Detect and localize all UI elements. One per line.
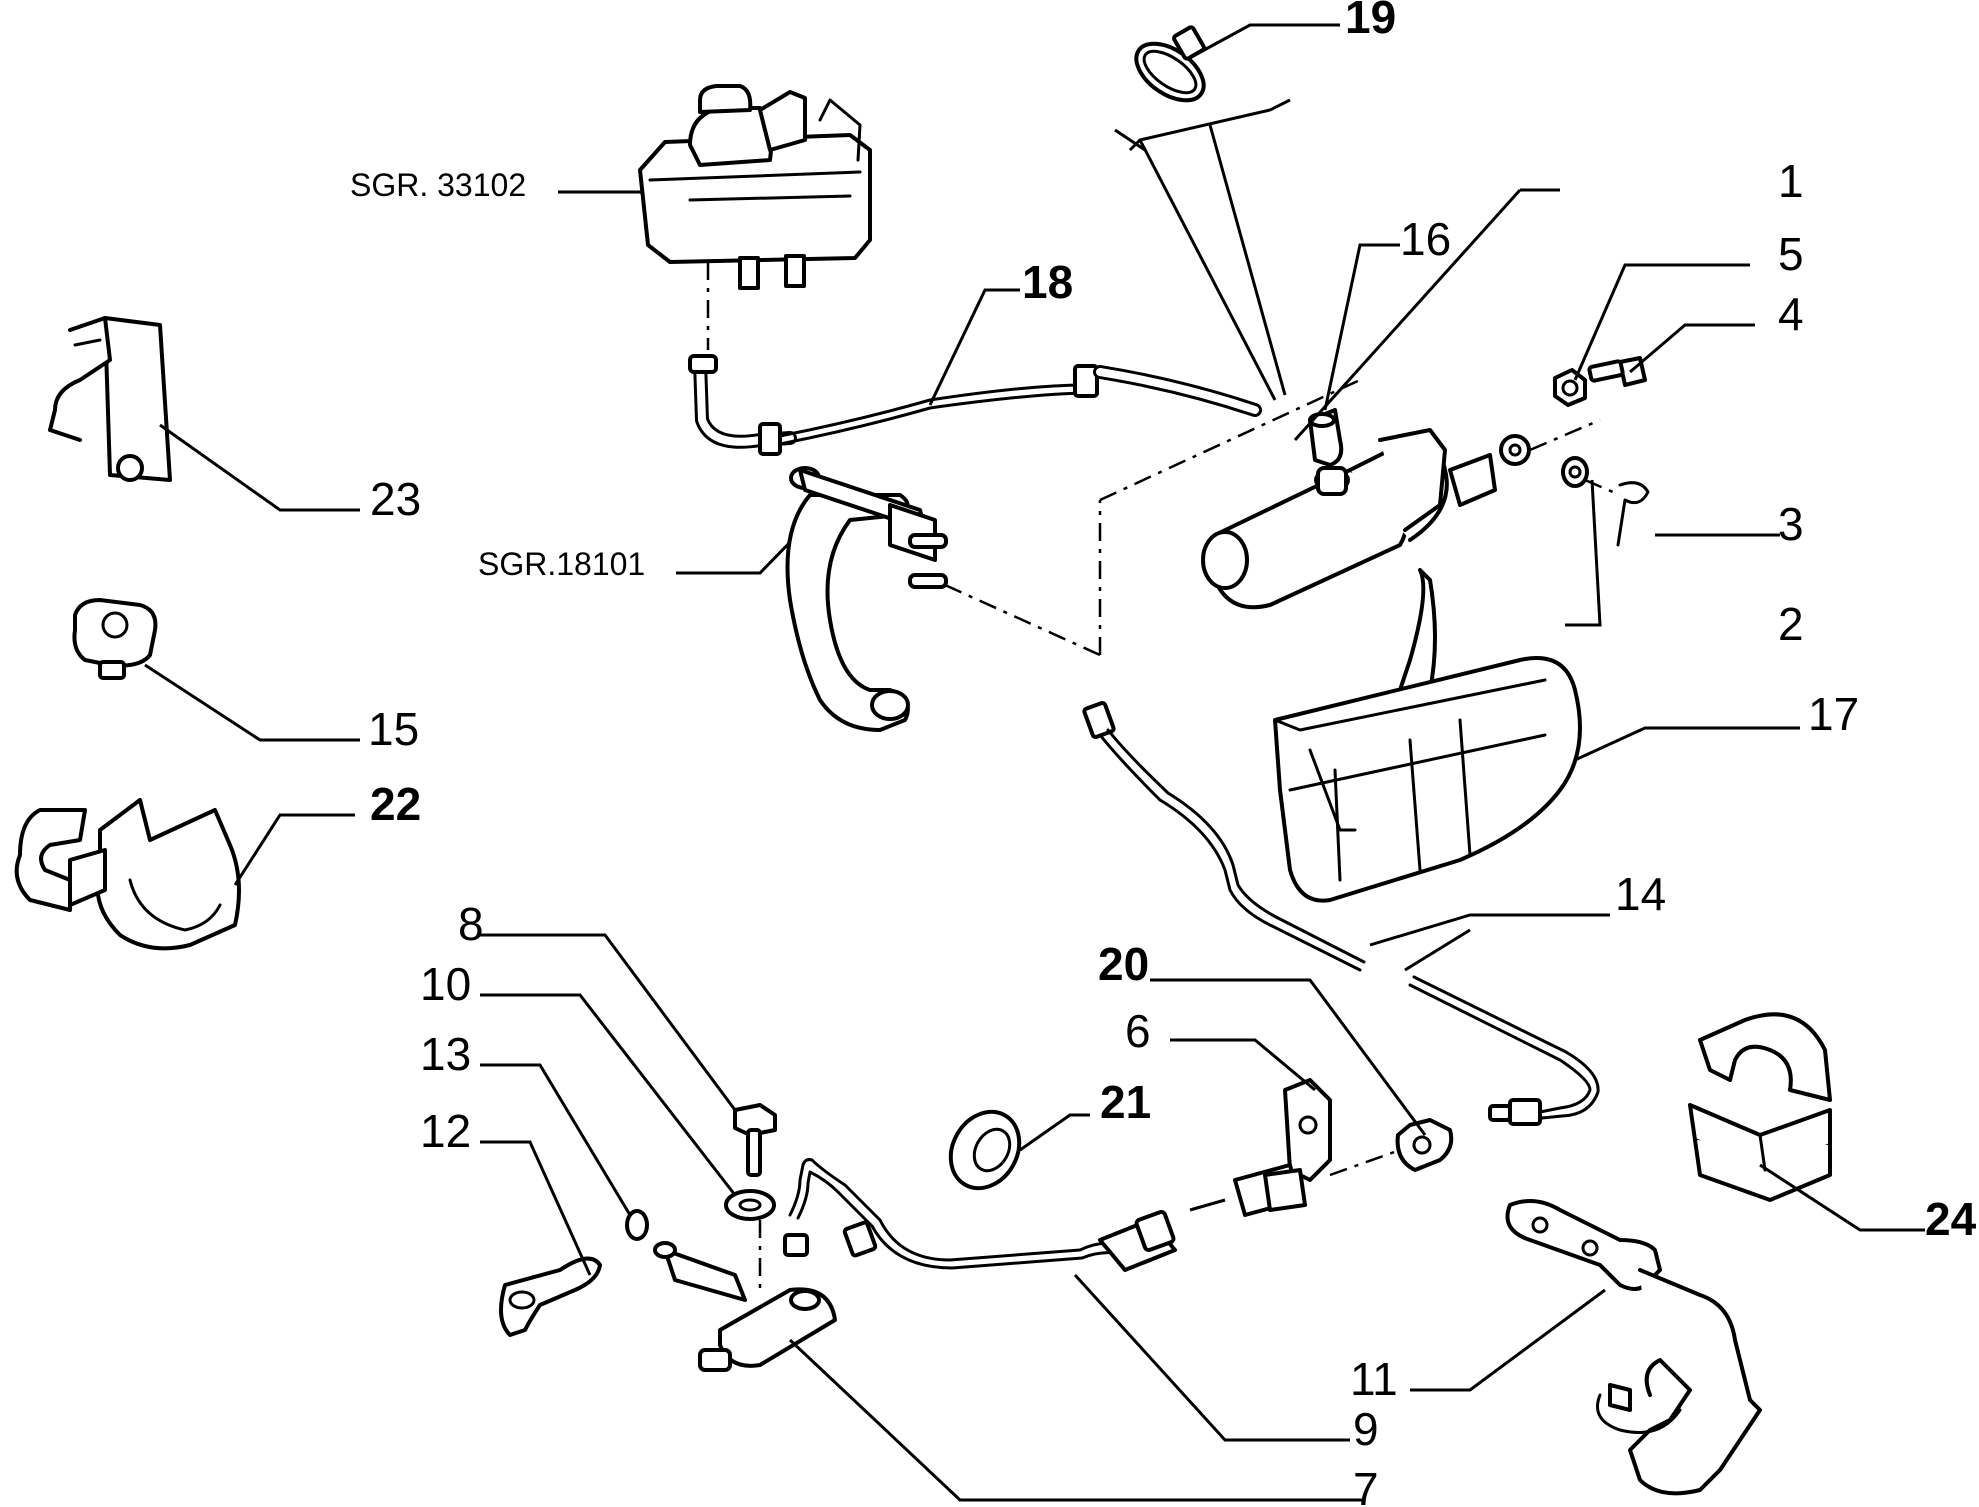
clamp-line-b <box>1208 124 1287 396</box>
callout-19: 19 <box>1345 0 1396 43</box>
clamp-pointer-right <box>1269 98 1291 112</box>
double-pipe-clip <box>14 798 241 951</box>
leader-8 <box>480 933 737 1111</box>
leader-5 <box>1573 263 1750 381</box>
callout-24: 24 <box>1925 1193 1977 1245</box>
fluid-reservoir <box>638 84 872 350</box>
hydraulic-pipe <box>1082 700 1600 1126</box>
grommet <box>948 1109 1022 1191</box>
leader-4 <box>1629 323 1755 374</box>
callout-9: 9 <box>1353 1403 1379 1455</box>
callout-5: 5 <box>1778 228 1804 280</box>
leader-20 <box>1150 978 1427 1136</box>
callout-2: 2 <box>1778 598 1804 650</box>
callout-23: 23 <box>370 473 421 525</box>
leader-2 <box>1565 479 1602 627</box>
washer-hole <box>1568 465 1582 479</box>
pedal-reference-label: SGR.18101 <box>478 546 645 582</box>
leader-14 <box>1369 913 1610 947</box>
pedal-leader <box>676 530 802 575</box>
slave-feed-pipe <box>783 1158 1226 1272</box>
callout-20: 20 <box>1098 938 1149 990</box>
leader-19 <box>1194 23 1340 57</box>
reservoir-reference-label: SGR. 33102 <box>350 167 526 203</box>
pipe-retaining-clip <box>1395 1118 1454 1172</box>
retaining-ring <box>625 1209 649 1241</box>
elbow-fitting <box>1308 408 1344 467</box>
leader-15 <box>144 663 360 742</box>
nut <box>1553 368 1587 407</box>
clutch-slave-cylinder <box>653 1220 837 1372</box>
leader-13 <box>480 1063 632 1216</box>
leader-11 <box>1410 1288 1606 1392</box>
leader-10 <box>480 993 737 1196</box>
clutch-master-cylinder <box>1201 418 1601 610</box>
leader-6 <box>1170 1038 1316 1092</box>
leader-22 <box>233 813 355 886</box>
clutch-pedal-bracket <box>785 378 1361 732</box>
callout-11: 11 <box>1350 1353 1398 1405</box>
reservoir-feed-hose <box>688 354 1262 456</box>
clamp-bracket-left <box>1114 128 1146 152</box>
callout-17: 17 <box>1808 688 1859 740</box>
callout-6: 6 <box>1125 1005 1151 1057</box>
cotter-pin <box>1616 481 1650 547</box>
clamp-line-a <box>1138 139 1277 401</box>
leader-9 <box>1073 1273 1350 1442</box>
release-lever <box>499 1256 602 1337</box>
pipe-support-bracket <box>1233 1078 1401 1217</box>
callout-16: 16 <box>1400 213 1451 265</box>
pipe-clip-small <box>72 598 158 680</box>
leader-16 <box>1323 243 1400 411</box>
leader-1 <box>1293 188 1522 442</box>
callout-15: 15 <box>368 703 419 755</box>
leader-24 <box>1759 1163 1925 1232</box>
callout-3: 3 <box>1778 498 1804 550</box>
pipe-bracket <box>48 316 172 482</box>
sealing-washer <box>724 1189 776 1221</box>
callout-21: 21 <box>1100 1076 1151 1128</box>
callout-7: 7 <box>1353 1463 1379 1507</box>
bolt <box>1587 356 1647 387</box>
leader-14b <box>1404 928 1471 972</box>
leader-17 <box>1574 726 1800 762</box>
clamp-pointer-left <box>1128 108 1271 152</box>
leader-21 <box>1019 1113 1090 1152</box>
callout-22: 22 <box>370 778 421 830</box>
washer <box>1561 456 1589 488</box>
hose-clamp <box>1134 25 1206 103</box>
callout-1: 1 <box>1778 155 1804 207</box>
pipe-clip-large <box>1688 1012 1832 1202</box>
leader-23 <box>159 423 360 512</box>
leader-7 <box>788 1338 1365 1502</box>
bleed-bolt <box>733 1103 777 1177</box>
leader-18 <box>928 288 1020 406</box>
callout-14: 14 <box>1615 868 1666 920</box>
callout-4: 4 <box>1778 288 1804 340</box>
callout-10: 10 <box>420 958 471 1010</box>
callout-12: 12 <box>420 1105 471 1157</box>
slave-cylinder-bracket <box>1505 1199 1762 1496</box>
callout-13: 13 <box>420 1028 471 1080</box>
callout-18: 18 <box>1022 256 1073 308</box>
pedal-box-cover <box>1273 568 1582 903</box>
leader-12 <box>480 1140 592 1276</box>
callout-8: 8 <box>458 898 484 950</box>
